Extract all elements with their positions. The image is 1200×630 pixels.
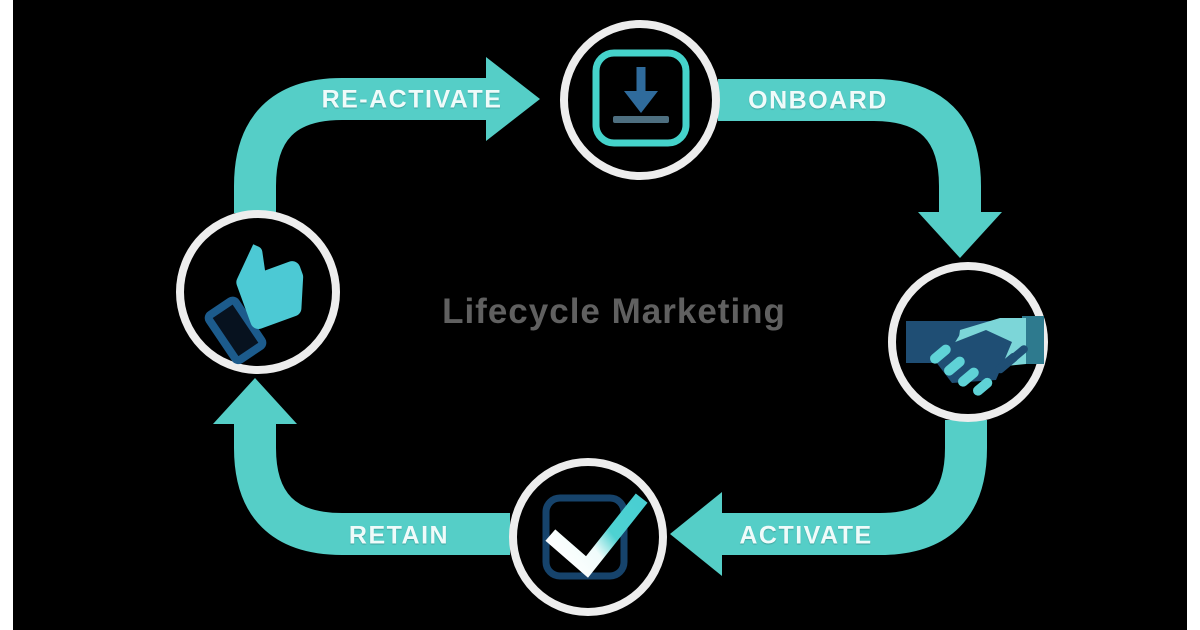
checkmark-stage-circle	[509, 458, 667, 616]
activate-arrow	[670, 420, 987, 576]
diagram-title: Lifecycle Marketing	[442, 292, 786, 331]
stage-label-activate: ACTIVATE	[739, 521, 873, 550]
handshake-icon	[906, 316, 1044, 396]
stage-label-retain: RETAIN	[348, 521, 450, 550]
checkmark-icon	[542, 493, 648, 580]
stage-label-reactivate: RE-ACTIVATE	[321, 85, 503, 114]
reactivate-arrow	[234, 57, 540, 213]
onboard-arrow	[718, 79, 1002, 258]
cycle-arrows	[213, 57, 1002, 576]
stage-label-onboard: ONBOARD	[748, 86, 888, 115]
handshake-fingertips	[930, 344, 993, 396]
retain-arrow	[213, 378, 510, 555]
download-icon	[592, 49, 690, 147]
thumbs-up-icon	[204, 244, 304, 365]
